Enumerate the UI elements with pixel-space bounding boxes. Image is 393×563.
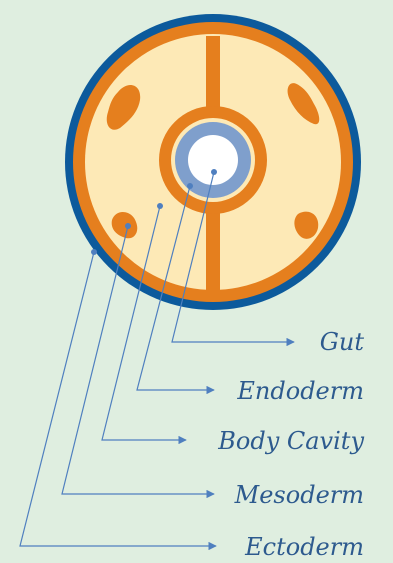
endoderm-leader-dot <box>187 183 193 189</box>
mesoderm-label: Mesoderm <box>234 481 364 509</box>
ectoderm-label: Ectoderm <box>244 533 364 561</box>
ectoderm-leader-dot <box>91 249 97 255</box>
gut-label: Gut <box>320 328 365 356</box>
endoderm-label: Endoderm <box>236 377 364 405</box>
body-cavity-label: Body Cavity <box>217 427 364 455</box>
body-cavity-leader-dot <box>157 203 163 209</box>
gut-leader-dot <box>211 169 217 175</box>
mesoderm-leader-dot <box>125 223 131 229</box>
